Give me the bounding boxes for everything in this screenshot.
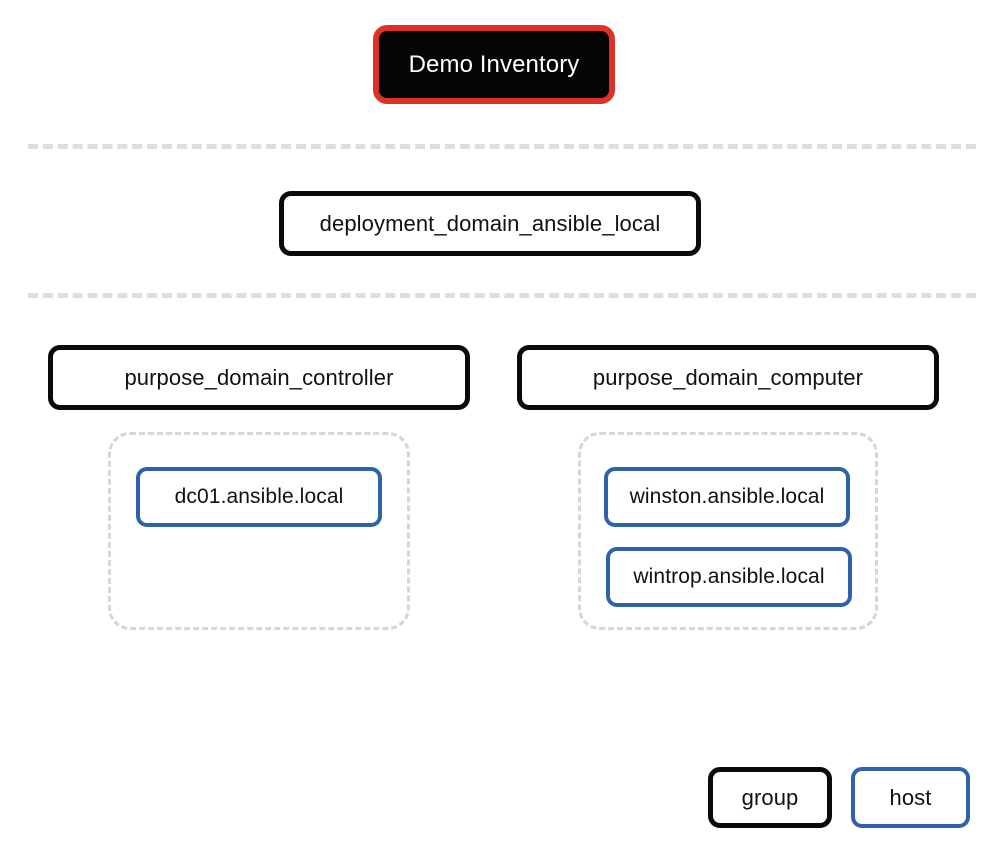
separator-top (28, 144, 976, 149)
node-label: purpose_domain_controller (124, 364, 394, 390)
node-label: wintrop.ansible.local (633, 565, 825, 588)
node-purpose-domain-computer[interactable]: purpose_domain_computer (517, 345, 939, 410)
node-purpose-domain-controller[interactable]: purpose_domain_controller (48, 345, 470, 410)
legend-item-group[interactable]: group (708, 767, 832, 828)
node-label: purpose_domain_computer (592, 364, 864, 390)
cluster-domain-controller-hosts (108, 432, 410, 630)
node-label: dc01.ansible.local (174, 485, 344, 508)
node-deployment-domain-ansible-local[interactable]: deployment_domain_ansible_local (279, 191, 701, 256)
node-label: winston.ansible.local (629, 485, 825, 508)
separator-middle (28, 293, 976, 298)
node-demo-inventory[interactable]: Demo Inventory (373, 25, 615, 104)
node-host-winston-ansible-local[interactable]: winston.ansible.local (604, 467, 850, 527)
node-host-wintrop-ansible-local[interactable]: wintrop.ansible.local (606, 547, 852, 607)
node-host-dc01-ansible-local[interactable]: dc01.ansible.local (136, 467, 382, 527)
node-label: deployment_domain_ansible_local (319, 210, 661, 236)
legend-label: host (889, 784, 932, 810)
legend-label: group (741, 784, 799, 810)
legend-item-host[interactable]: host (851, 767, 970, 828)
node-label: Demo Inventory (408, 50, 580, 78)
cluster-domain-computer-hosts (578, 432, 878, 630)
